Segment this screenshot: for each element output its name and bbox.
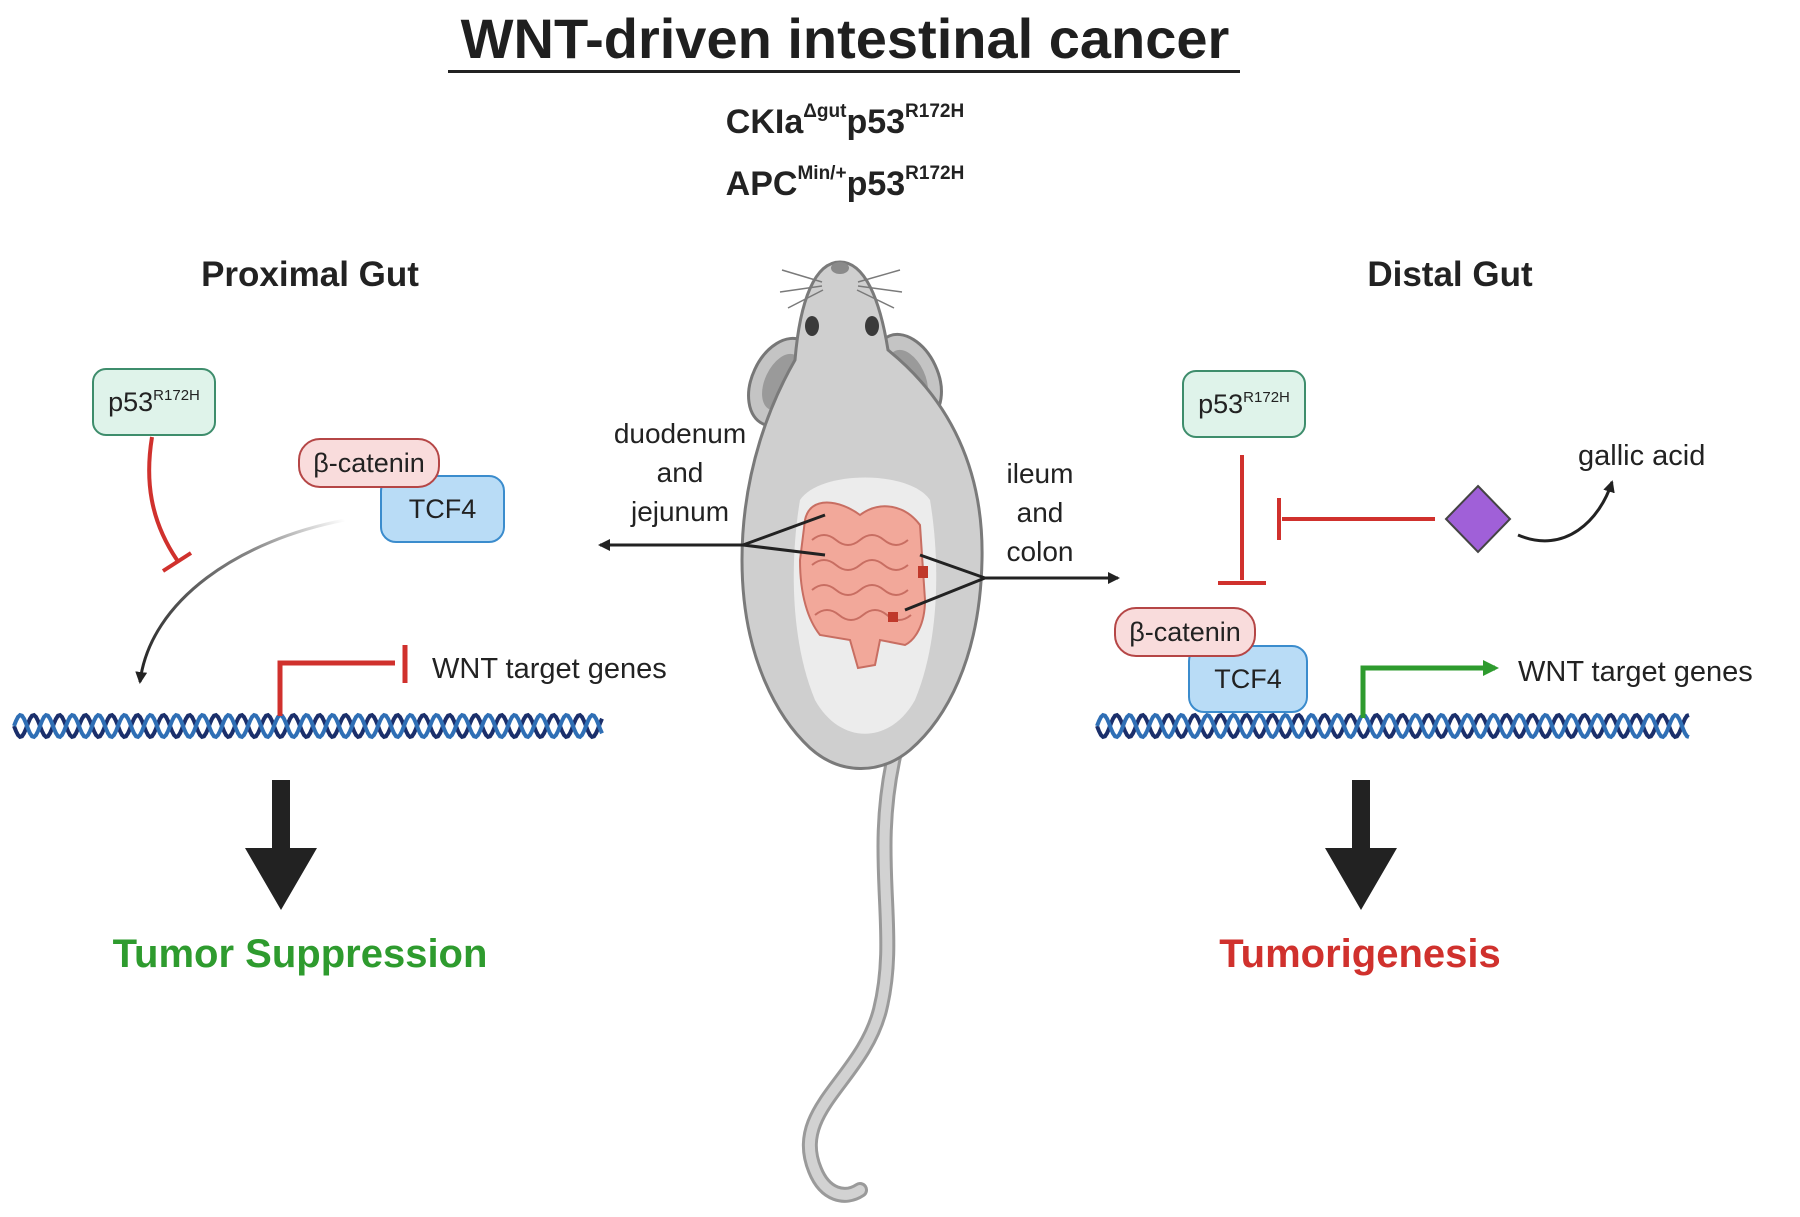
down-arrow (245, 780, 317, 910)
diamond-compound-icon (1444, 484, 1512, 554)
dna-helix-icon (1095, 712, 1690, 740)
wnt-repression-bar (277, 660, 395, 716)
beta-catenin-box: β-catenin (298, 438, 440, 488)
dna-strand (12, 712, 604, 740)
figure-title: WNT-driven intestinal cancer (460, 7, 1230, 70)
tcf4-box: TCF4 (1188, 645, 1308, 713)
title-underline (448, 70, 1240, 73)
p53-inhibition-bar (161, 551, 193, 573)
beta-catenin-box: β-catenin (1114, 607, 1256, 657)
p53-inhibition-arrow (147, 436, 179, 562)
wnt-target-genes-label: WNT target genes (1518, 656, 1753, 688)
proximal-gut-title: Proximal Gut (201, 255, 419, 294)
dna-helix-icon (12, 712, 604, 740)
dna-strand (1095, 712, 1690, 740)
dna-strand (12, 712, 604, 740)
distal-gut-title: Distal Gut (1367, 255, 1533, 294)
genotype-2: APCMin/+p53R172H (725, 162, 965, 203)
mouse-illustration (740, 260, 984, 1203)
down-arrow (1325, 780, 1397, 910)
genotype-1: CKIaΔgutp53R172H (725, 100, 965, 141)
intestine-illustration (798, 501, 928, 670)
gallic-acid-label: gallic acid (1578, 440, 1706, 472)
ileum-colon-arrow (904, 553, 1120, 612)
tumor-suppression-label: Tumor Suppression (112, 932, 488, 976)
duodenum-jejunum-arrow (598, 513, 826, 557)
wnt-target-genes-label: WNT target genes (432, 653, 667, 685)
compound-label-arrow (1517, 480, 1615, 543)
complex-to-dna-arrow (135, 518, 346, 684)
tumorigenesis-label: Tumorigenesis (1219, 932, 1501, 976)
wnt-activation-arrow (1360, 660, 1499, 718)
